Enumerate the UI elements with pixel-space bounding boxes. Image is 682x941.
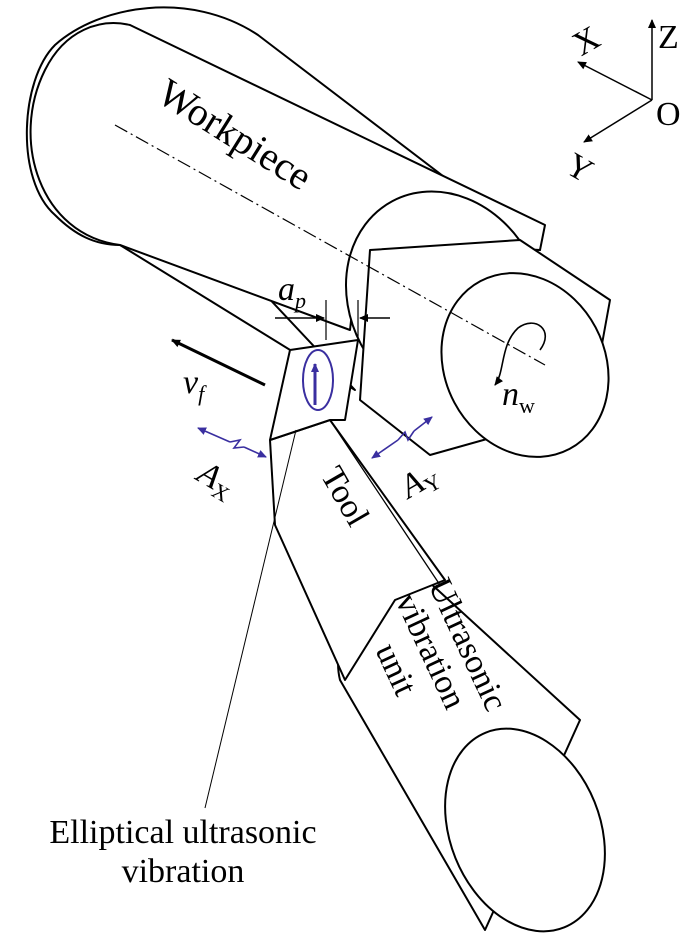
- caption-line-1: Elliptical ultrasonic: [49, 814, 316, 851]
- ay-vibration-icon: [371, 416, 433, 459]
- depth-dimension: [275, 300, 390, 340]
- caption-leader-line: [204, 429, 297, 809]
- workpiece-centerline: [114, 124, 546, 366]
- depth-of-cut-label: ap: [278, 271, 306, 313]
- vibration-unit-label: Ultrasonic vibration unit: [368, 573, 514, 717]
- caption-line-2: vibration: [122, 853, 245, 890]
- vibration-unit: [337, 559, 606, 933]
- feed-arrow: [171, 338, 266, 387]
- y-axis-label: Y: [559, 146, 599, 190]
- z-axis-label: Z: [658, 19, 679, 56]
- rotation-arrow: [494, 322, 547, 386]
- workpiece-end-face: [440, 272, 610, 458]
- ax-vibration-icon: [197, 427, 267, 458]
- workpiece-body: [25, 6, 546, 391]
- coordinate-axes: [577, 19, 656, 143]
- spindle-speed-label: nw: [502, 376, 535, 418]
- elliptical-vibration-icon: [302, 349, 334, 411]
- origin-label: O: [656, 96, 681, 133]
- feed-label: vf: [183, 364, 207, 406]
- x-axis-label: X: [567, 19, 607, 63]
- ay-label: AY: [392, 455, 446, 509]
- ax-label: AX: [188, 453, 242, 507]
